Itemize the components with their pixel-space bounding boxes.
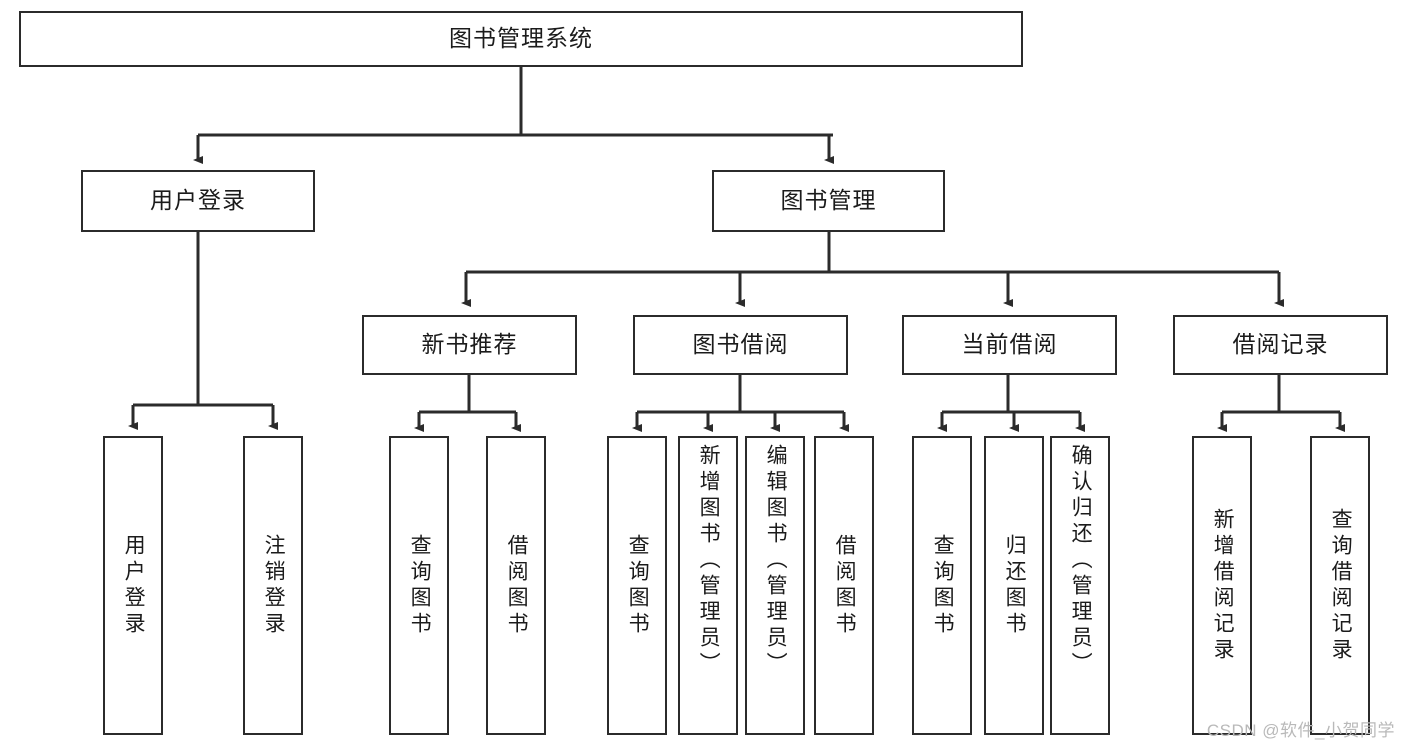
node-query-book-borrow[interactable]: 查询图书 [607, 436, 667, 735]
node-book-management[interactable]: 图书管理 [712, 170, 945, 232]
node-query-book-recommend-label: 查询图书 [408, 533, 432, 638]
node-user-login-leaf[interactable]: 用户登录 [103, 436, 163, 735]
node-edit-book-admin[interactable]: 编辑图书（管理员） [745, 436, 805, 735]
node-book-management-label: 图书管理 [780, 187, 877, 214]
node-add-book-admin-label: 新增图书（管理员） [697, 444, 721, 678]
node-add-borrow-record[interactable]: 新增借阅记录 [1192, 436, 1252, 735]
node-borrow-record-label: 借阅记录 [1232, 331, 1329, 358]
node-borrow-book-recommend[interactable]: 借阅图书 [486, 436, 546, 735]
node-query-book-current[interactable]: 查询图书 [912, 436, 972, 735]
node-borrow-record[interactable]: 借阅记录 [1173, 315, 1388, 375]
node-current-borrow-label: 当前借阅 [961, 331, 1058, 358]
node-add-borrow-record-label: 新增借阅记录 [1211, 507, 1235, 664]
node-root-label: 图书管理系统 [449, 25, 593, 52]
node-user-logout-leaf[interactable]: 注销登录 [243, 436, 303, 735]
node-root[interactable]: 图书管理系统 [19, 11, 1023, 67]
node-new-book-recommend[interactable]: 新书推荐 [362, 315, 577, 375]
node-query-borrow-record-label: 查询借阅记录 [1329, 507, 1353, 664]
node-confirm-return-admin-label: 确认归还（管理员） [1069, 444, 1093, 678]
node-query-borrow-record[interactable]: 查询借阅记录 [1310, 436, 1370, 735]
node-borrow-book-label: 借阅图书 [833, 533, 857, 638]
node-user-login[interactable]: 用户登录 [81, 170, 315, 232]
node-query-book-current-label: 查询图书 [931, 533, 955, 638]
csdn-watermark: CSDN @软件_小贺同学 [1206, 721, 1395, 740]
node-new-book-recommend-label: 新书推荐 [421, 331, 518, 358]
node-user-login-label: 用户登录 [150, 187, 246, 214]
node-edit-book-admin-label: 编辑图书（管理员） [764, 444, 788, 678]
node-confirm-return-admin[interactable]: 确认归还（管理员） [1050, 436, 1110, 735]
node-add-book-admin[interactable]: 新增图书（管理员） [678, 436, 738, 735]
node-return-book[interactable]: 归还图书 [984, 436, 1044, 735]
node-book-borrow-label: 图书借阅 [692, 331, 789, 358]
node-query-book-recommend[interactable]: 查询图书 [389, 436, 449, 735]
node-current-borrow[interactable]: 当前借阅 [902, 315, 1117, 375]
node-user-login-leaf-label: 用户登录 [122, 533, 146, 638]
node-book-borrow[interactable]: 图书借阅 [633, 315, 848, 375]
node-user-logout-leaf-label: 注销登录 [262, 533, 286, 638]
node-return-book-label: 归还图书 [1003, 533, 1027, 638]
node-query-book-borrow-label: 查询图书 [626, 533, 650, 638]
node-borrow-book-recommend-label: 借阅图书 [505, 533, 529, 638]
node-borrow-book[interactable]: 借阅图书 [814, 436, 874, 735]
